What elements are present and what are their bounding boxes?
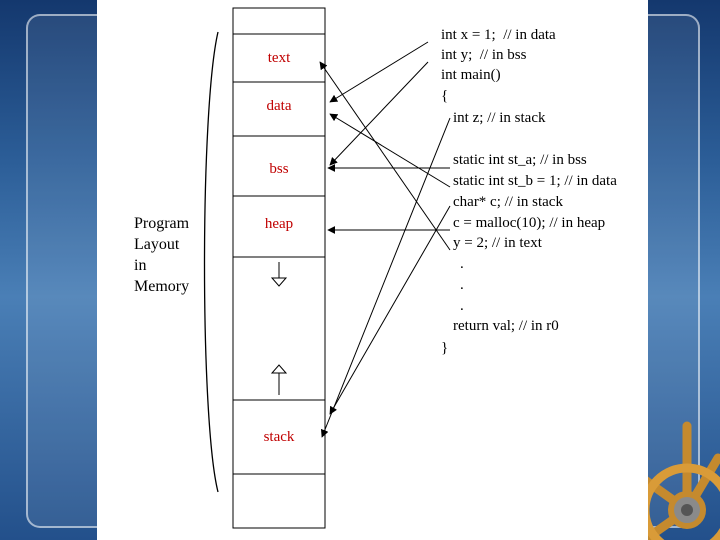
- code-line: int z; // in stack: [453, 110, 546, 126]
- side-label-line: Layout: [134, 236, 180, 253]
- arrow-z-to-stack: [320, 117, 451, 438]
- segment-label-data: data: [266, 98, 292, 114]
- program-layout-label: Program Layout in Memory: [134, 213, 189, 297]
- code-line: c = malloc(10); // in heap: [453, 215, 606, 231]
- side-label-line: in: [134, 257, 147, 274]
- segment-label-heap: heap: [264, 216, 294, 232]
- code-line: .: [460, 277, 464, 293]
- heap-growth-arrow: [270, 262, 288, 287]
- code-line: y = 2; // in text: [453, 235, 542, 251]
- code-line: int main(): [441, 67, 501, 83]
- code-line: int x = 1; // in data: [441, 27, 556, 43]
- code-line: int y; // in bss: [441, 47, 527, 63]
- arrow-c-to-stack: [329, 205, 451, 415]
- segment-label-stack: stack: [263, 429, 295, 445]
- code-line: static int st_b = 1; // in data: [453, 173, 617, 189]
- stack-growth-arrow: [270, 364, 288, 395]
- slide: [97, 0, 648, 540]
- code-line: }: [441, 340, 449, 356]
- code-line: .: [460, 256, 464, 272]
- arrow-y2-to-text: [319, 61, 451, 251]
- code-line: char* c; // in stack: [453, 194, 563, 210]
- arrow-st-b-to-data: [329, 113, 451, 188]
- layout-brace: [203, 31, 219, 493]
- memory-column: [232, 7, 326, 529]
- side-label-line: Program: [134, 215, 190, 232]
- code-line: .: [460, 298, 464, 314]
- segment-label-bss: bss: [269, 161, 289, 177]
- code-line: static int st_a; // in bss: [453, 152, 587, 168]
- code-line: {: [441, 88, 449, 104]
- code-line: return val; // in r0: [453, 318, 559, 334]
- arrow-y-to-bss: [329, 61, 429, 166]
- side-label-line: Memory: [134, 278, 190, 295]
- segment-label-text: text: [267, 50, 291, 66]
- arrow-x-to-data: [329, 41, 429, 103]
